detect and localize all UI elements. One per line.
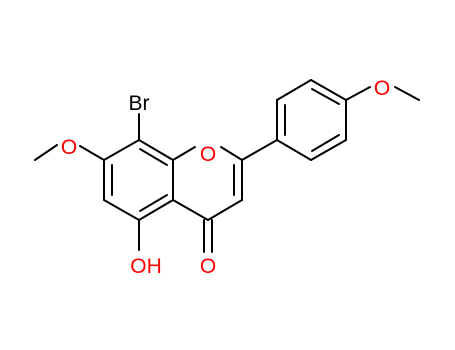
atom-labels: Br O O O O OH (61, 77, 390, 278)
bond-c2p-c3p (276, 79, 312, 101)
bond-c4a-c5 (138, 199, 174, 221)
methoxy-oxygen-right-label: O (374, 77, 390, 100)
bond-c7-o-methoxy (79, 145, 105, 161)
hydroxyl-label: OH (130, 255, 162, 278)
ring-oxygen-label: O (200, 143, 216, 166)
bond-c8a-o1 (172, 146, 196, 161)
bond-c7-c8 (103, 139, 140, 161)
bromine-label: Br (129, 92, 150, 115)
bond-c4-c4a (172, 199, 209, 221)
bond-c8-c8a (138, 139, 174, 161)
bond-o1-c2 (220, 146, 243, 161)
bond-c4p-o-methoxy (345, 86, 371, 101)
methoxy-oxygen-left-label: O (61, 136, 77, 159)
bond-c3p-c4p-inner (311, 88, 340, 105)
bond-c5p-c6p (310, 139, 347, 161)
bond-c3-c4 (207, 199, 243, 221)
bond-c4a-c5-inner (139, 194, 168, 212)
bond-c8-c8a-inner (139, 148, 168, 166)
carbonyl-oxygen-label: O (200, 255, 216, 278)
bonds (34, 79, 420, 253)
bond-c5p-c6p-inner (311, 134, 340, 152)
bond-c3p-c4p (310, 79, 347, 101)
bond-c5-c6 (103, 199, 140, 221)
bond-o-methyl-left (34, 144, 58, 161)
bond-c2-c1prime (241, 139, 278, 161)
bond-c6p-c1p (276, 139, 312, 161)
bond-o-methyl-right (394, 86, 420, 101)
